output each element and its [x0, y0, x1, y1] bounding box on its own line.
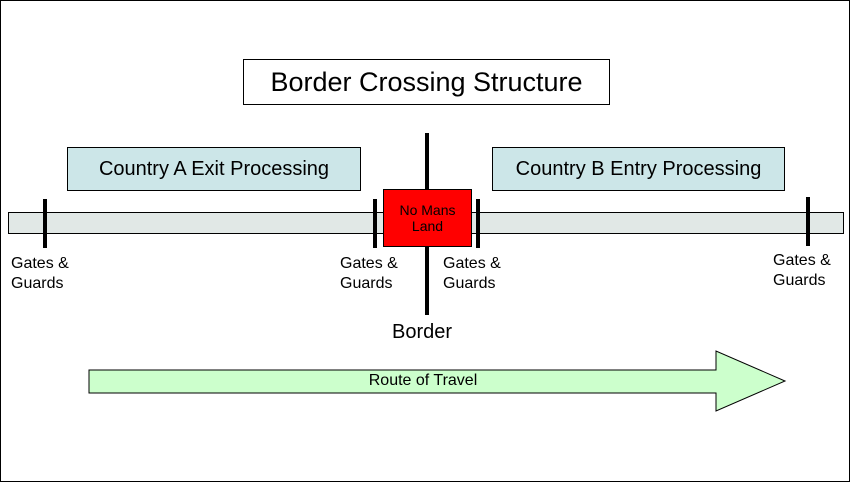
route-arrow	[88, 350, 787, 412]
checkpoint-label-1: Gates & Guards	[11, 255, 69, 292]
route-of-travel-label: Route of Travel	[368, 372, 478, 389]
checkpoint-marker-3	[476, 199, 480, 248]
border-label: Border	[392, 321, 453, 343]
country-b-entry-processing-box: Country B Entry Processing	[492, 147, 785, 191]
diagram-title: Border Crossing Structure	[243, 59, 610, 105]
route-arrow-shape	[88, 350, 787, 412]
checkpoint-marker-4	[806, 197, 810, 246]
country-a-exit-processing-box: Country A Exit Processing	[67, 147, 361, 191]
no-mans-land-box: No Mans Land	[383, 189, 472, 247]
checkpoint-marker-2	[373, 199, 377, 248]
checkpoint-label-3: Gates & Guards	[443, 255, 501, 292]
diagram-frame	[0, 0, 850, 482]
checkpoint-label-2: Gates & Guards	[340, 255, 398, 292]
checkpoint-label-4: Gates & Guards	[773, 252, 831, 289]
checkpoint-marker-1	[43, 199, 47, 248]
